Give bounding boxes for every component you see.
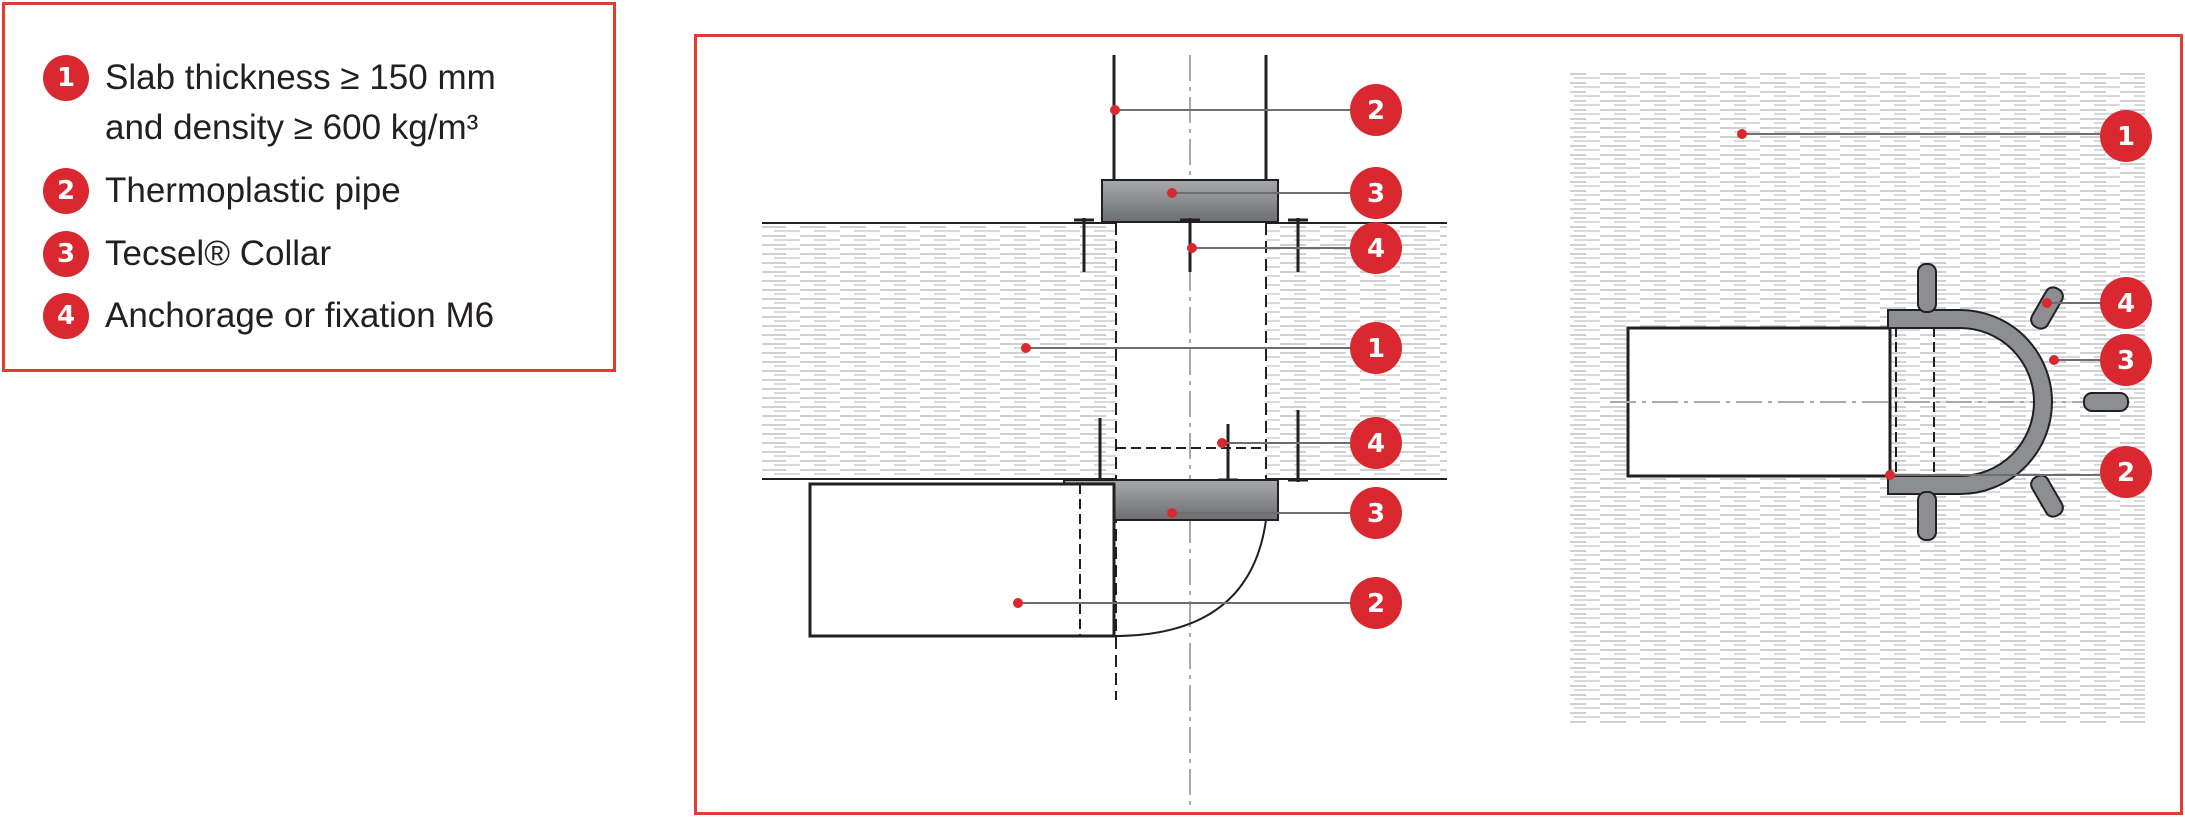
plan-callout-collar: 3 (2049, 334, 2152, 386)
section-callout-anchor-bottom: 4 (1217, 417, 1402, 469)
legend-label: Anchorage or fixation M6 (105, 296, 495, 335)
legend-number-badge: 3 (43, 231, 89, 277)
legend-box: 1 Slab thickness ≥ 150 mm and density ≥ … (2, 2, 616, 372)
svg-text:2: 2 (1367, 589, 1385, 619)
legend-number-badge: 1 (43, 55, 89, 101)
legend-item-2: 2 Thermoplastic pipe (43, 168, 401, 216)
plan-callout-slab: 1 (1737, 110, 2152, 162)
pipe-elbow (1113, 519, 1267, 637)
svg-text:1: 1 (2117, 122, 2135, 152)
section-callout-pipe-bottom: 2 (1013, 577, 1402, 629)
legend-item-1: 1 Slab thickness ≥ 150 mm and density ≥ … (43, 55, 496, 153)
svg-text:3: 3 (2117, 346, 2135, 376)
legend-label: Thermoplastic pipe (105, 171, 401, 210)
concrete-slab (762, 223, 1447, 479)
legend-label: Tecsel® Collar (105, 234, 332, 273)
plan-callout-pipe: 2 (1885, 446, 2152, 498)
legend-label-continued: and density ≥ 600 kg/m³ (105, 108, 479, 147)
svg-text:2: 2 (1367, 96, 1385, 126)
horizontal-pipe (808, 482, 1116, 638)
svg-text:4: 4 (1367, 429, 1385, 459)
section-callout-slab: 1 (1021, 322, 1402, 374)
svg-text:1: 1 (1367, 334, 1385, 364)
plan-view (1570, 70, 2145, 725)
svg-text:3: 3 (1367, 179, 1385, 209)
collar-top (1101, 179, 1279, 223)
legend-item-3: 3 Tecsel® Collar (43, 231, 331, 279)
svg-text:3: 3 (1367, 499, 1385, 529)
legend-label: Slab thickness ≥ 150 mm (105, 58, 496, 97)
plan-callout-anchor: 4 (2042, 277, 2152, 329)
section-callout-pipe-top: 2 (1110, 84, 1402, 136)
collar-fixing-tabs (1917, 263, 2129, 541)
section-callout-collar-top: 3 (1167, 167, 1402, 219)
svg-text:4: 4 (1367, 234, 1385, 264)
legend-item-4: 4 Anchorage or fixation M6 (43, 293, 494, 341)
diagram-frame (694, 34, 2183, 815)
legend-number-badge: 4 (43, 293, 89, 339)
collar-ring (1887, 309, 2053, 495)
plan-callouts: 1 4 3 2 (1737, 110, 2152, 498)
svg-text:2: 2 (2117, 458, 2135, 488)
anchor-bolts-bottom (1090, 410, 1308, 482)
svg-text:4: 4 (2117, 289, 2135, 319)
section-callout-collar-bottom: 3 (1167, 487, 1402, 539)
section-view (762, 55, 1447, 805)
section-callouts: 2 3 4 1 4 3 (1013, 84, 1402, 629)
section-callout-anchor-top: 4 (1187, 222, 1402, 274)
legend-number-badge: 2 (43, 168, 89, 214)
